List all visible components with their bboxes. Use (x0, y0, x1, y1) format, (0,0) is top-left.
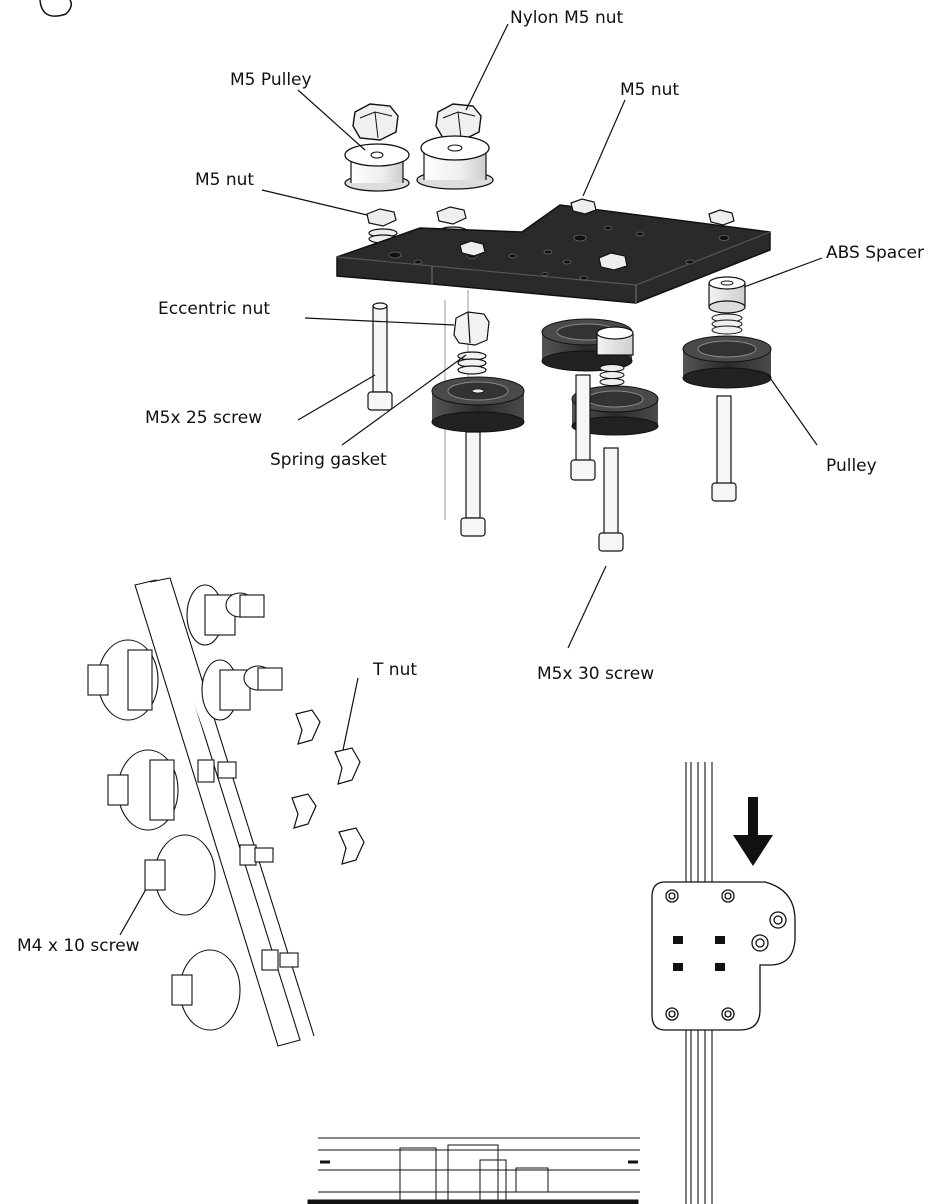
carriage-plate (336, 204, 771, 304)
corner-mark (39, 0, 73, 17)
pulley-wheel-1 (431, 376, 525, 433)
m5-nut-left-stack (366, 208, 398, 244)
pulley-wheel-4 (682, 335, 772, 389)
label-t-nut: T nut (373, 660, 418, 680)
eccentric-nut (453, 311, 490, 375)
side-pulley-1 (186, 584, 265, 646)
label-m5x25-screw: M5x 25 screw (145, 408, 263, 428)
label-pulley: Pulley (826, 456, 877, 476)
side-wheel-3 (144, 834, 216, 916)
leader-lines (119, 23, 823, 936)
tilted-carriage (87, 577, 315, 1047)
exploded-view (119, 23, 823, 936)
side-wheel-2 (107, 749, 179, 831)
label-m5-nut-left: M5 nut (195, 170, 255, 190)
bed-frame-bottom (307, 1137, 640, 1204)
spacer-center (596, 326, 634, 386)
label-abs-spacer: ABS Spacer (826, 243, 924, 263)
nylon-nut-right (435, 103, 482, 141)
plate-nuts (459, 198, 735, 271)
y-carriage-plate (651, 881, 796, 1031)
screws (367, 302, 737, 552)
down-arrow-icon (733, 797, 773, 866)
label-m5-pulley: M5 Pulley (230, 70, 312, 90)
t-nuts (291, 709, 365, 865)
side-wheel-4 (171, 949, 241, 1031)
label-eccentric-nut: Eccentric nut (158, 299, 271, 319)
label-spring-gasket: Spring gasket (270, 450, 387, 470)
side-pulley-2 (201, 659, 283, 721)
label-nylon-m5-nut: Nylon M5 nut (510, 8, 624, 28)
m5-pulley-left (344, 143, 410, 192)
side-wheel-1 (87, 639, 159, 721)
abs-spacer (708, 276, 746, 335)
label-m5-nut-top: M5 nut (620, 80, 680, 100)
m5-pulley-right (416, 135, 494, 190)
label-m4x10-screw: M4 x 10 screw (17, 936, 140, 956)
label-m5x30-screw: M5x 30 screw (537, 664, 655, 684)
nylon-nut-left (352, 103, 399, 141)
